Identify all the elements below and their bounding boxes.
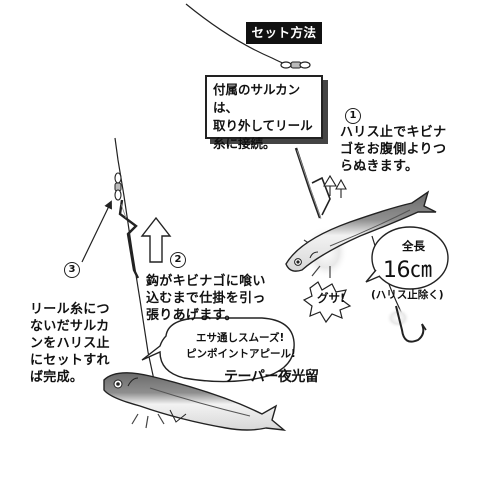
swivel-note-line: 付属のサルカンは、: [213, 82, 301, 115]
step2-text-line: 鈎がキビナゴに喰い: [146, 274, 266, 289]
step3-text-line: にセットすれ: [30, 353, 110, 368]
step2-text-line: 込むまで仕掛を引っ: [146, 291, 266, 306]
step1-text-line: らぬきます。: [340, 159, 419, 174]
bubble-line: エサ通しスムーズ!: [196, 332, 285, 344]
step3-text-line: リール糸につ: [30, 302, 110, 317]
product-name: テーパー夜光留: [224, 369, 319, 385]
step1-text-line: ゴをお腹側よりつ: [340, 142, 447, 157]
stab-label: グサ!: [317, 291, 346, 305]
swivel-note-line: 取り外してリール: [213, 118, 313, 133]
size-note: (ハリス止除く): [371, 289, 444, 301]
swivel-note-line: 糸に接続。: [213, 136, 276, 151]
step3-rig: [114, 137, 155, 381]
step3-text-line: ンをハリス止: [30, 336, 110, 351]
step1-text-line: ハリス止でキビナ: [340, 125, 447, 140]
step1-number: 1: [345, 108, 361, 124]
bubble-line: ピンポイントアピール!: [186, 348, 296, 360]
pointer-arrow: [81, 200, 112, 263]
step3-text-line: ば完成。: [30, 370, 84, 385]
stab-burst: [302, 281, 352, 324]
up-arrow-icon: [140, 216, 172, 263]
fish-kibinago-2: [103, 372, 287, 431]
size-label: 全長: [402, 239, 425, 253]
hook-icon: [395, 305, 427, 343]
step3-text-line: ないだサルカ: [30, 319, 110, 334]
page-title: セット方法: [246, 22, 322, 44]
size-value: 16㎝: [383, 258, 432, 283]
reel-line-top: [185, 3, 286, 65]
size-bubble: [371, 226, 449, 290]
step3-number: 3: [64, 262, 80, 278]
speech-bubble: [141, 317, 295, 383]
step2-text-line: 張りあげます。: [146, 308, 238, 323]
swivel-note: 付属のサルカンは、 取り外してリール 糸に接続。: [205, 75, 323, 151]
swivel-icon: [280, 61, 311, 69]
fish-kibinago-1: [285, 190, 437, 272]
step1-rig: [294, 147, 347, 220]
step2-number: 2: [170, 252, 186, 268]
